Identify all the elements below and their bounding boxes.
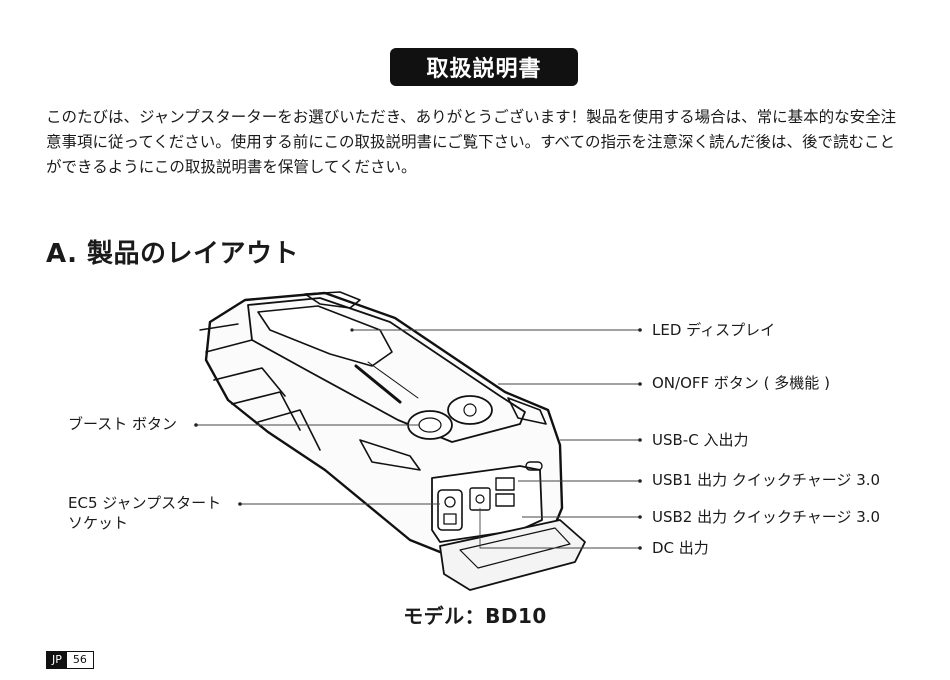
label-ec5-socket-line2: ソケット bbox=[68, 514, 128, 533]
label-ec5-socket-line1: EC5 ジャンプスタート bbox=[68, 494, 221, 513]
label-led-display: LED ディスプレイ bbox=[652, 321, 775, 340]
label-usb1: USB1 出力 クイックチャージ 3.0 bbox=[652, 471, 880, 490]
page-tag: JP 56 bbox=[46, 651, 94, 669]
page-number: 56 bbox=[67, 652, 93, 668]
label-boost-button: ブースト ボタン bbox=[68, 415, 177, 434]
label-on-off-button: ON/OFF ボタン ( 多機能 ) bbox=[652, 374, 830, 393]
page-language: JP bbox=[47, 652, 67, 668]
label-usb2: USB2 出力 クイックチャージ 3.0 bbox=[652, 508, 880, 527]
label-dc-output: DC 出力 bbox=[652, 539, 709, 558]
on-off-button bbox=[448, 396, 492, 424]
label-usb-c: USB-C 入出力 bbox=[652, 431, 748, 450]
model-name: モデル：BD10 bbox=[0, 600, 950, 629]
